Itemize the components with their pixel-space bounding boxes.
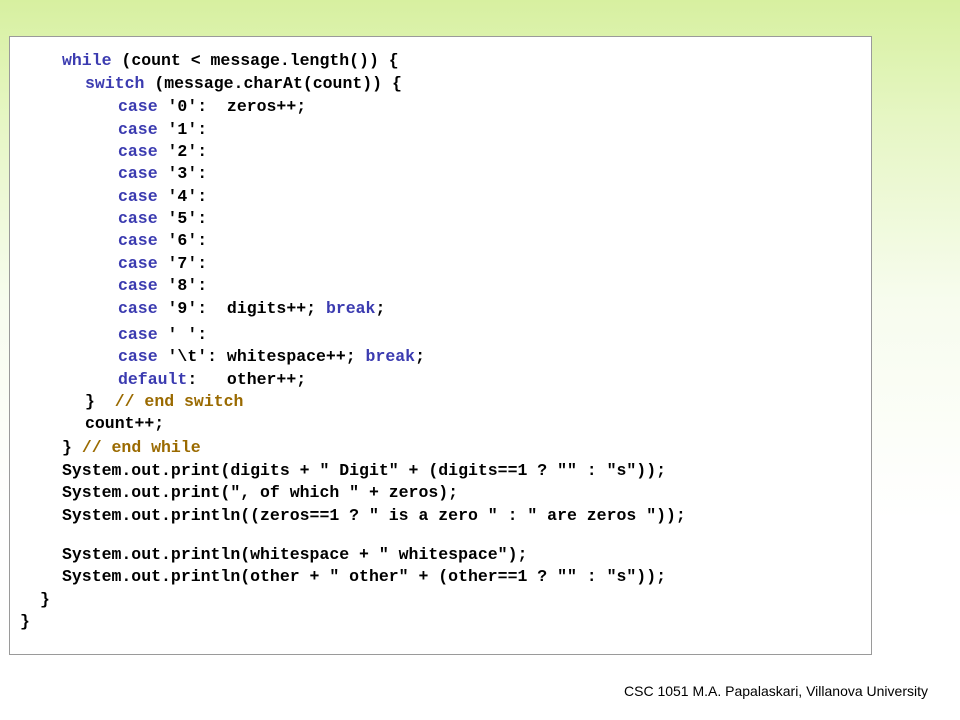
code-line: } // end while — [62, 438, 201, 458]
code-keyword: case — [118, 325, 158, 344]
code-text: '0': zeros++; — [157, 97, 307, 116]
code-line: System.out.println(whitespace + " whites… — [62, 545, 527, 565]
code-keyword: case — [118, 97, 158, 116]
code-keyword: case — [118, 187, 158, 206]
code-keyword: while — [62, 51, 112, 70]
code-text: (message.charAt(count)) { — [144, 74, 402, 93]
code-line: case '2': — [118, 142, 207, 162]
code-text: System.out.print(", of which " + zeros); — [62, 483, 459, 502]
code-text: '4': — [157, 187, 208, 206]
code-text: '\t': whitespace++; — [157, 347, 366, 366]
code-text: '1': — [157, 120, 208, 139]
code-line: case '5': — [118, 209, 207, 229]
code-text: } — [20, 612, 30, 631]
code-text: '6': — [157, 231, 208, 250]
code-keyword: case — [118, 142, 158, 161]
code-keyword: case — [118, 209, 158, 228]
code-text: ; — [375, 299, 386, 318]
code-text: } — [85, 392, 115, 411]
slide-footer: CSC 1051 M.A. Papalaskari, Villanova Uni… — [624, 683, 928, 699]
code-text: '8': — [157, 276, 208, 295]
code-text: System.out.println((zeros==1 ? " is a ze… — [62, 506, 686, 525]
code-text: System.out.println(other + " other" + (o… — [62, 567, 666, 586]
code-text: (count < message.length()) { — [111, 51, 399, 70]
code-keyword: case — [118, 299, 158, 318]
code-line: System.out.println((zeros==1 ? " is a ze… — [62, 506, 686, 526]
code-line: System.out.print(digits + " Digit" + (di… — [62, 461, 666, 481]
code-line: System.out.println(other + " other" + (o… — [62, 567, 666, 587]
code-line: System.out.print(", of which " + zeros); — [62, 483, 458, 503]
code-keyword: switch — [85, 74, 145, 93]
code-text: : other++; — [187, 370, 307, 389]
code-text: '9': digits++; — [157, 299, 326, 318]
code-line: case '6': — [118, 231, 207, 251]
code-keyword: break — [325, 299, 376, 318]
code-comment: // end while — [81, 438, 201, 457]
code-text: count++; — [85, 414, 165, 433]
code-line: case '9': digits++; break; — [118, 299, 385, 319]
code-text: '5': — [157, 209, 208, 228]
code-text: System.out.print(digits + " Digit" + (di… — [62, 461, 666, 480]
code-keyword: case — [118, 276, 158, 295]
code-text: } — [40, 590, 50, 609]
code-line: case '0': zeros++; — [118, 97, 306, 117]
code-line: while (count < message.length()) { — [62, 51, 399, 71]
code-line: } — [20, 612, 30, 632]
code-line: case '7': — [118, 254, 207, 274]
code-text: } — [62, 438, 82, 457]
code-line: case '8': — [118, 276, 207, 296]
code-line: case '\t': whitespace++; break; — [118, 347, 425, 367]
code-text: ; — [415, 347, 425, 366]
code-keyword: case — [118, 120, 158, 139]
code-line: case '4': — [118, 187, 207, 207]
code-keyword: case — [118, 164, 158, 183]
code-line: case ' ': — [118, 325, 207, 345]
code-line: case '1': — [118, 120, 207, 140]
code-keyword: case — [118, 347, 158, 366]
code-line: switch (message.charAt(count)) { — [85, 74, 402, 94]
code-comment: // end switch — [114, 392, 244, 411]
code-line: default: other++; — [118, 370, 306, 390]
code-keyword: default — [118, 370, 188, 389]
code-keyword: case — [118, 254, 158, 273]
code-line: count++; — [85, 414, 164, 434]
code-keyword: break — [365, 347, 416, 366]
code-text: ' ': — [157, 325, 208, 344]
code-text: '2': — [157, 142, 208, 161]
code-text: '3': — [157, 164, 208, 183]
code-line: } // end switch — [85, 392, 243, 412]
code-line: } — [40, 590, 50, 610]
code-keyword: case — [118, 231, 158, 250]
code-line: case '3': — [118, 164, 207, 184]
code-text: '7': — [157, 254, 208, 273]
code-listing: while (count < message.length()) { switch… — [9, 36, 872, 655]
code-text: System.out.println(whitespace + " whites… — [62, 545, 528, 564]
